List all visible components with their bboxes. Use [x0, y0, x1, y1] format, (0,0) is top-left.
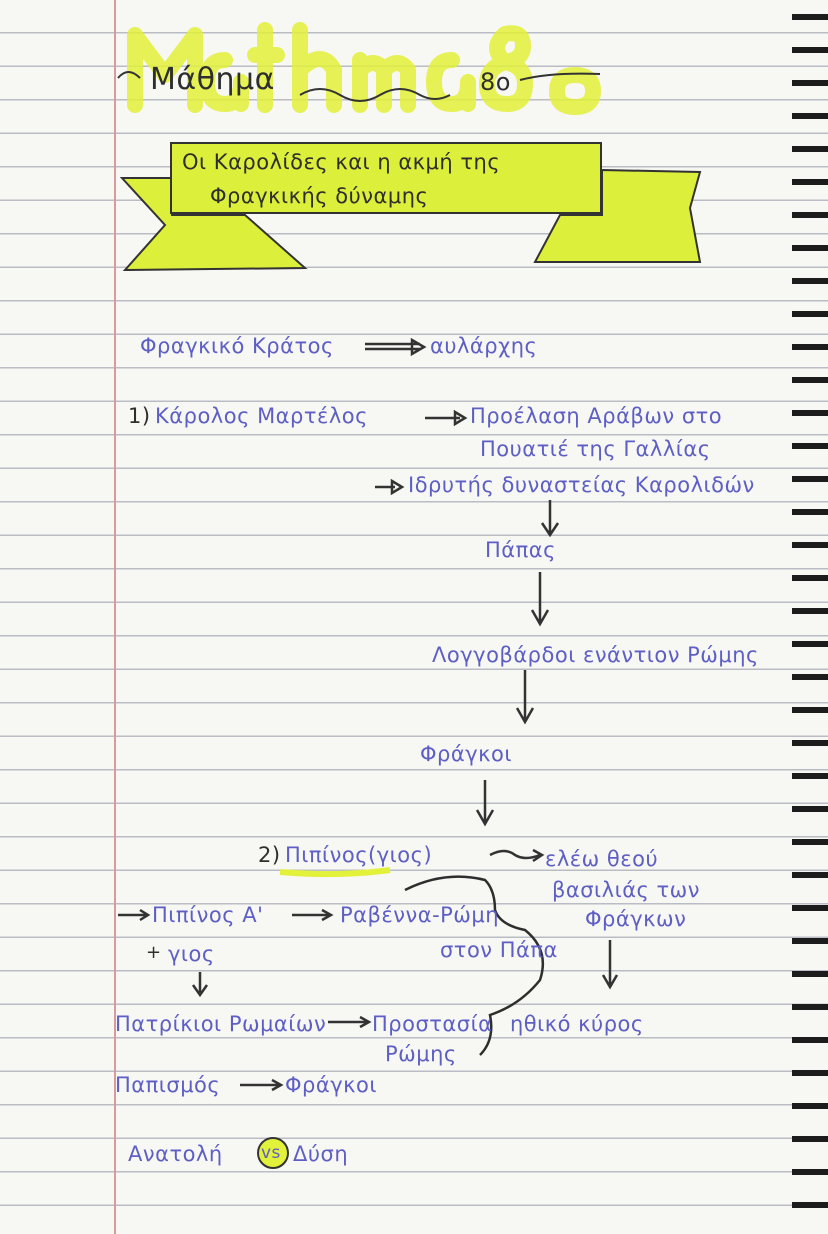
banner-line2: Φραγκικής δύναμης: [210, 184, 429, 208]
note-protection-1: Προστασία: [372, 1012, 493, 1036]
arrow-right: [328, 1015, 372, 1029]
note-lombards: Λογγοβάρδοι ενάντιον Ρώμης: [432, 643, 759, 667]
note-east: Ανατολή: [128, 1142, 223, 1166]
note-charles-martel: Κάρολος Μαρτέλος: [155, 404, 368, 428]
note-pope: Πάπας: [485, 538, 556, 562]
note-plus: +: [146, 942, 162, 963]
arrow-right: [292, 908, 334, 922]
spiral-binding: [792, 0, 828, 1234]
arrow-right: [240, 1078, 284, 1092]
title: Μάθημα: [150, 62, 275, 97]
note-by-grace-2: βασιλιάς των: [552, 878, 700, 902]
note-founder: Ιδρυτής δυναστείας Καρολιδών: [408, 473, 755, 497]
note-mayor: αυλάρχης: [430, 334, 538, 358]
note-franks-2: Φράγκοι: [285, 1073, 377, 1097]
note-franks: Φράγκοι: [420, 742, 512, 766]
note-papacy: Παπισμός: [115, 1073, 221, 1097]
lesson-number: 8ο: [480, 68, 511, 96]
banner-line1: Οι Καρολίδες και η ακμή της: [182, 150, 501, 174]
arrow-down: [601, 940, 619, 990]
note-son: γιος: [168, 942, 215, 966]
item2-label: 2): [258, 843, 281, 867]
note-arab-advance-2: Πουατιέ της Γαλλίας: [480, 437, 711, 461]
note-west: Δύση: [293, 1142, 349, 1166]
margin-line: [114, 0, 116, 1234]
brace: [404, 875, 545, 1056]
note-arab-advance-1: Προέλαση Αράβων στο: [470, 404, 723, 428]
note-patricians: Πατρίκιοι Ρωμαίων: [115, 1012, 327, 1036]
note-frankish-state: Φραγκικό Κράτος: [140, 334, 334, 358]
arrow-down: [191, 972, 209, 998]
banner: [170, 142, 602, 214]
vs-highlight: [257, 1137, 289, 1169]
arrow-right: [365, 337, 427, 357]
arrow-right: [425, 409, 468, 427]
pippin-underline: [279, 867, 391, 878]
arrow-down: [475, 780, 495, 827]
arrows: [118, 337, 619, 1092]
arrow-down: [515, 670, 535, 725]
ribbon-right: [533, 168, 702, 263]
note-to-pope: στον Πάπα: [440, 938, 558, 962]
arrow-right: [118, 908, 151, 922]
note-pippin-son: Πιπίνος(γιος): [285, 843, 433, 867]
note-vs: vs: [261, 1143, 281, 1163]
arrow-down: [530, 572, 550, 627]
arrow-right: [375, 478, 405, 496]
note-by-grace-3: Φράγκων: [585, 907, 687, 931]
title-wave: [117, 71, 601, 102]
highlighted-title-drawing: [127, 22, 601, 115]
item1-label: 1): [128, 404, 151, 428]
arrow-down: [540, 500, 560, 538]
note-protection-2: Ρώμης: [385, 1042, 457, 1066]
note-by-grace-1: ελέω θεού: [545, 847, 659, 871]
arrow-right: [489, 848, 545, 863]
note-pippin-first: Πιπίνος Α': [152, 903, 264, 927]
note-ravenna: Ραβέννα-Ρώμη: [340, 903, 500, 927]
note-moral-authority: ηθικό κύρος: [510, 1012, 644, 1036]
